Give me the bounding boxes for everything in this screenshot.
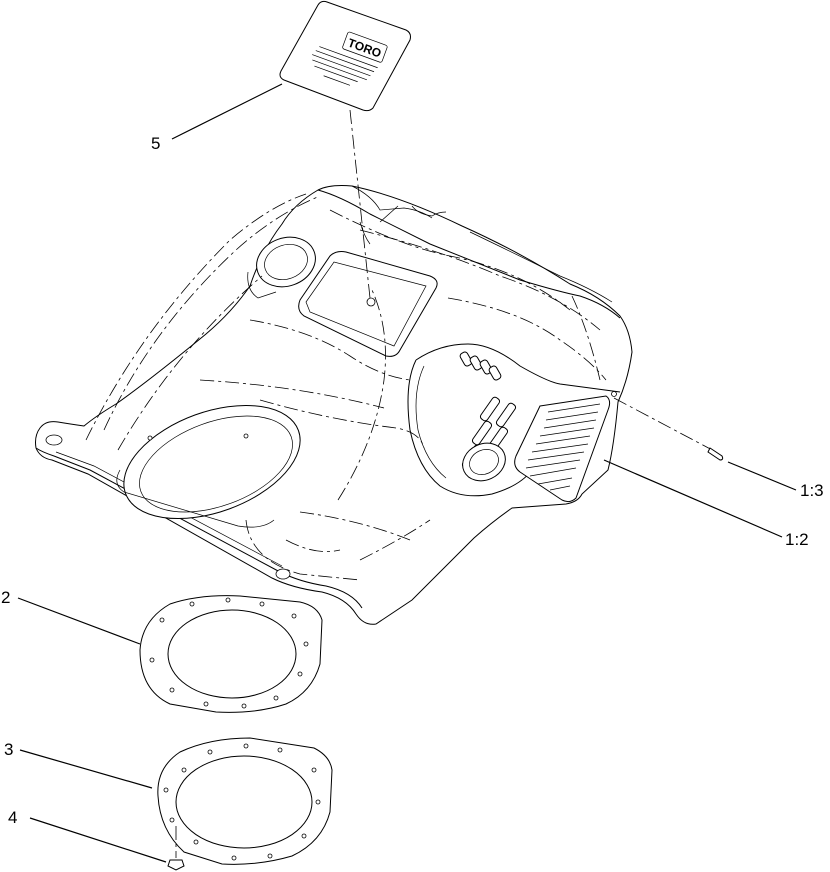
decal-drop-line — [349, 109, 371, 299]
callout-label-4: 4 — [8, 808, 17, 827]
nut-part-4 — [167, 826, 185, 871]
leader-1-2 — [603, 459, 783, 538]
leader-5 — [171, 83, 283, 140]
callout-label-3: 3 — [4, 740, 13, 759]
rear-grille — [514, 395, 611, 503]
leader-3 — [19, 749, 153, 789]
callout-label-5: 5 — [151, 134, 160, 153]
callout-label-1-3: 1:3 — [800, 481, 824, 500]
gasket-part-2 — [139, 595, 323, 713]
decal-part-5: TORO — [279, 0, 411, 112]
leader-4 — [29, 817, 167, 863]
side-slots-top — [459, 351, 502, 381]
ring-part-3 — [157, 737, 333, 865]
leader-2 — [17, 597, 141, 645]
screw-part-1-3 — [613, 397, 724, 461]
callout-label-2: 2 — [1, 588, 10, 607]
leader-1-3 — [727, 461, 797, 491]
callout-label-1-2: 1:2 — [785, 530, 809, 549]
housing-part-1 — [35, 185, 633, 625]
